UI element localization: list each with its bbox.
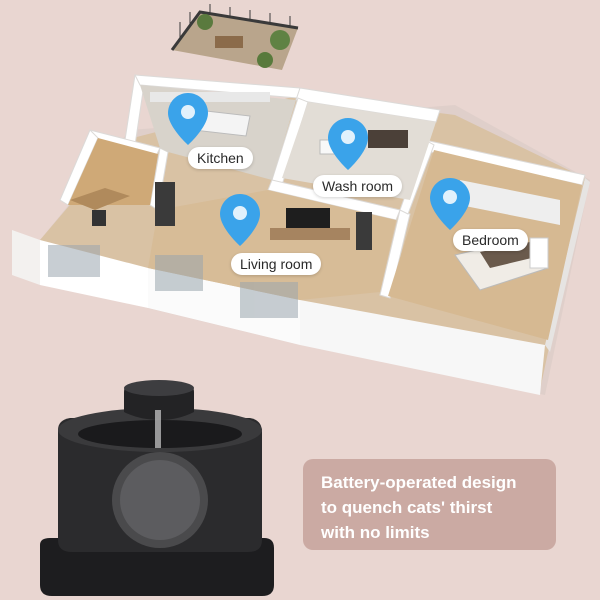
feature-caption: Battery-operated design to quench cats' … xyxy=(303,459,556,550)
washroom-location-pin-icon xyxy=(328,118,368,170)
caption-line-3: with no limits xyxy=(321,523,430,542)
kitchen-location-pin-icon xyxy=(168,93,208,145)
caption-line-2: to quench cats' thirst xyxy=(321,498,493,517)
room-label-bedroom: Bedroom xyxy=(453,229,528,251)
room-label-washroom: Wash room xyxy=(313,175,403,197)
room-label-kitchen: Kitchen xyxy=(188,147,253,169)
living-room-location-pin-icon xyxy=(220,194,260,246)
water-fountain-device xyxy=(40,380,274,596)
caption-line-1: Battery-operated design xyxy=(321,473,517,492)
room-label-living-room: Living room xyxy=(231,253,322,275)
bedroom-location-pin-icon xyxy=(430,178,470,230)
